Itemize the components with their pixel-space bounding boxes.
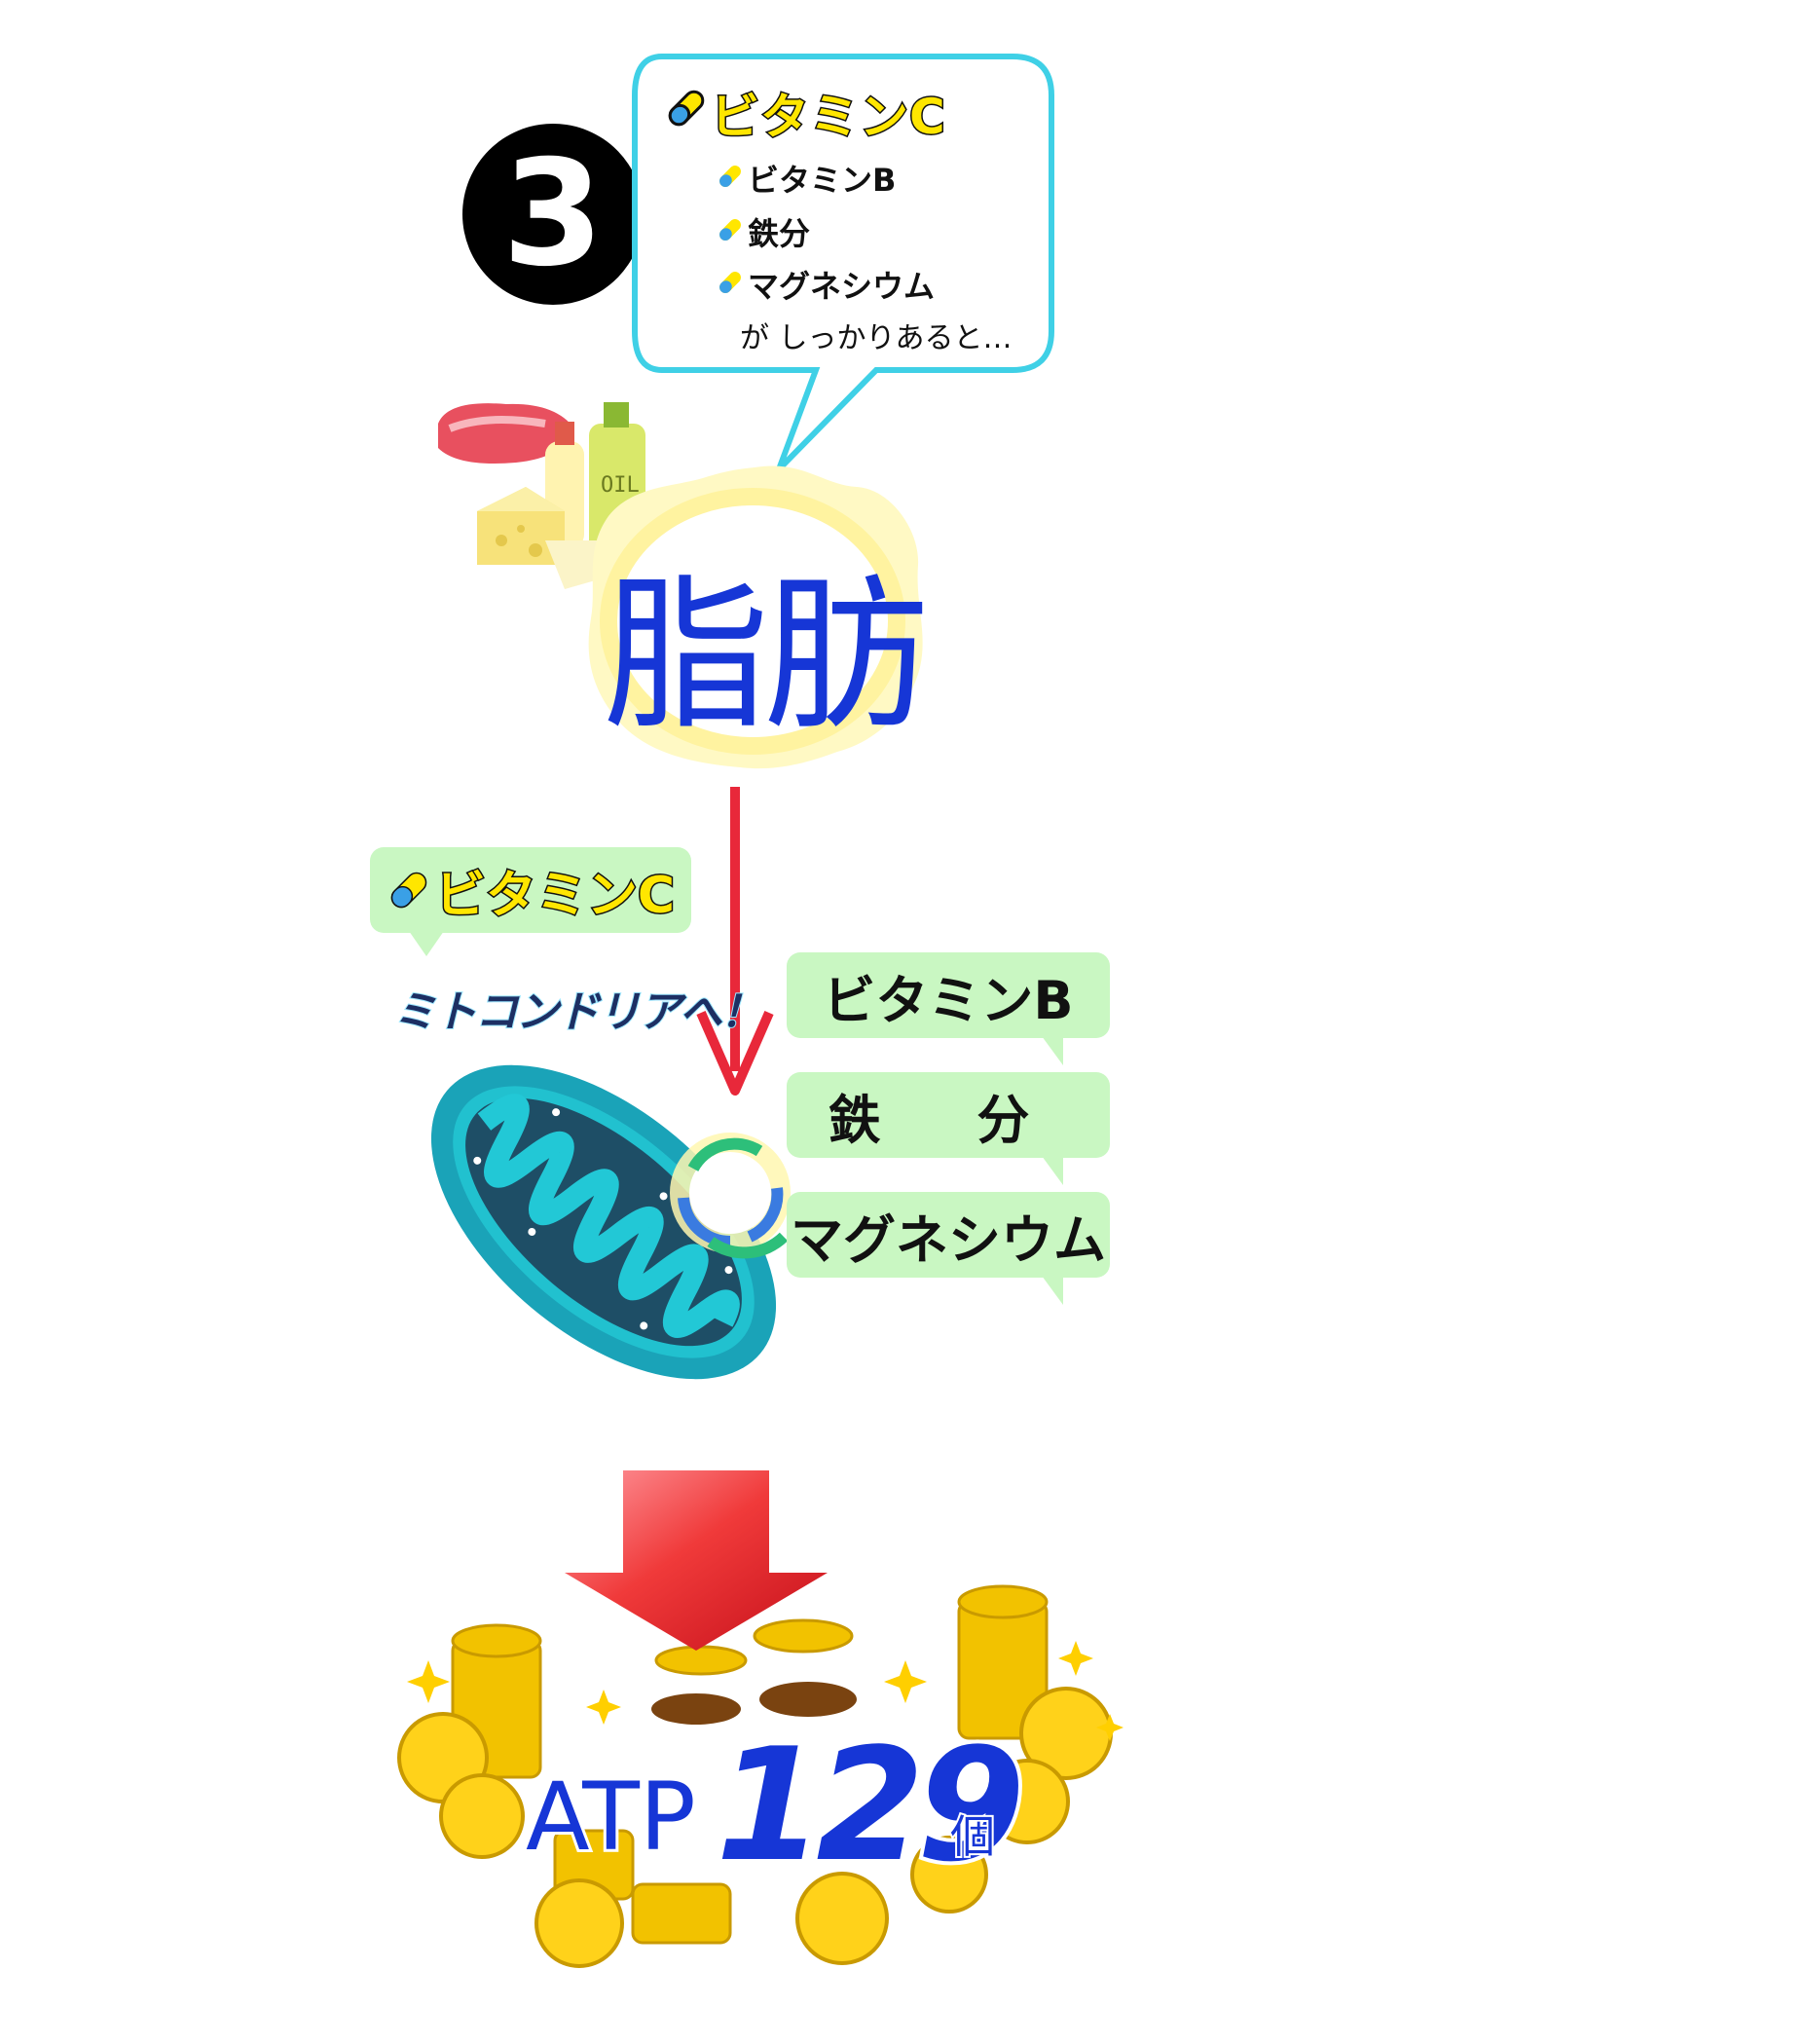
bubble-item-vitamin-b: ビタミンB (748, 162, 897, 199)
vitamin-b-tag: ビタミンB (787, 952, 1110, 1038)
oil-label: OIL (601, 473, 640, 498)
tag-tail (1042, 1276, 1063, 1305)
bubble-item-iron: 鉄分 (748, 215, 811, 252)
step-number-badge: 3 (462, 124, 644, 305)
atp-count: 129 (712, 1710, 1029, 1900)
pill-icon (390, 872, 427, 909)
down-arrow-icon (696, 787, 774, 1096)
fat-blob (588, 465, 923, 769)
iron-label: 鉄 分 (828, 1089, 1069, 1151)
vitamin-c-label: ビタミンC (433, 865, 676, 926)
vitamin-c-tag: ビタミンC (370, 847, 691, 933)
pill-icon (668, 90, 705, 127)
bubble-footer: が しっかりあると… (740, 321, 1013, 355)
tag-tail (1042, 1156, 1063, 1185)
tag-tail (1042, 1036, 1063, 1065)
mitochondria-caption: ミトコンドリアへ！ (392, 986, 764, 1038)
atp-unit: 個 (948, 1808, 997, 1865)
iron-tag: 鉄 分 (787, 1072, 1110, 1158)
tag-tail (409, 931, 444, 956)
fat-label: 脂肪 (604, 560, 929, 753)
magnesium-tag: マグネシウム (787, 1192, 1110, 1278)
atp-prefix: ATP (523, 1760, 699, 1875)
pill-icon (719, 166, 741, 187)
step-number: 3 (501, 130, 605, 299)
bubble-item-magnesium: マグネシウム (748, 268, 936, 305)
speech-bubble (632, 54, 1054, 472)
vitamin-b-label: ビタミンB (823, 969, 1074, 1031)
bubble-title: ビタミンC (710, 88, 947, 147)
pill-icon (719, 219, 741, 241)
magnesium-label: マグネシウム (791, 1208, 1106, 1271)
coins-illustration (397, 1470, 1124, 1968)
pill-icon (719, 272, 741, 293)
mitochondrion-illustration (430, 1064, 791, 1380)
